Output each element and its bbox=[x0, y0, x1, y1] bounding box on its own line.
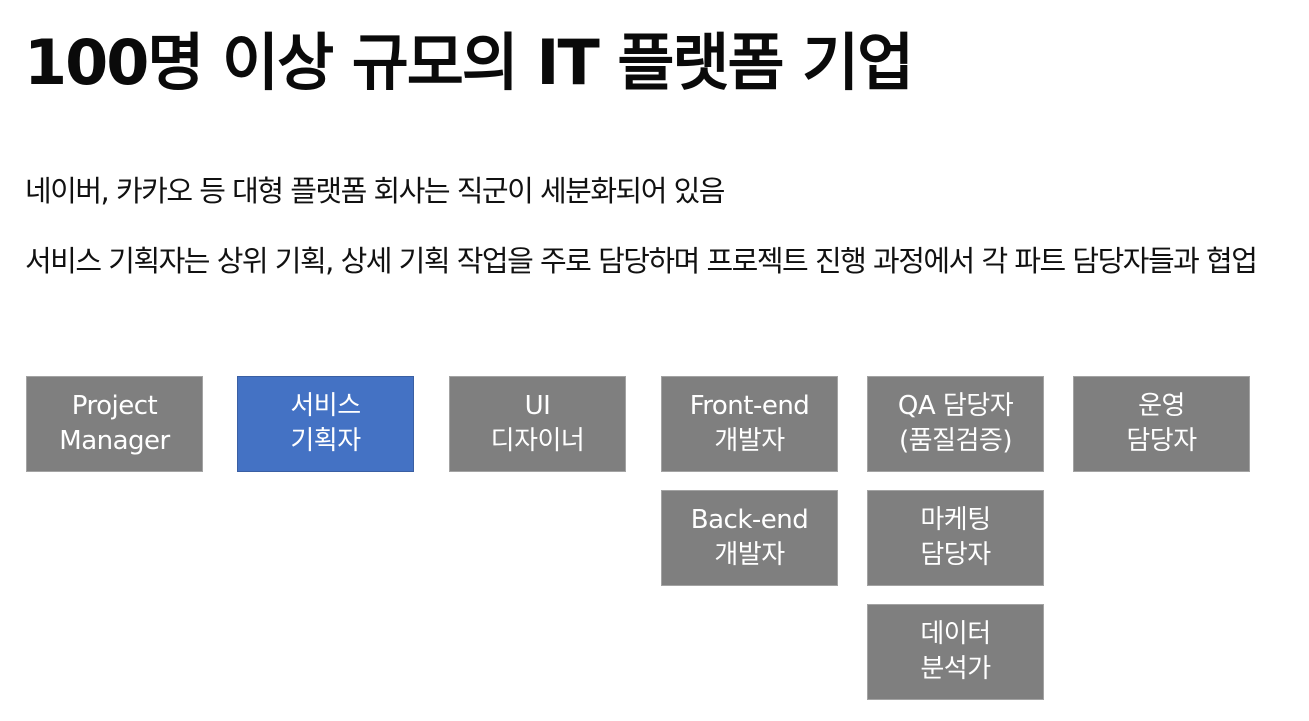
page-title: 100명 이상 규모의 IT 플랫폼 기업 bbox=[24, 26, 914, 99]
role-label-line1: 데이터 bbox=[920, 619, 991, 649]
role-label-line2: Manager bbox=[59, 426, 170, 456]
role-label-line1: Project bbox=[71, 391, 158, 421]
role-box-qa: QA 담당자 (품질검증) bbox=[867, 376, 1044, 472]
role-label-line2: 디자이너 bbox=[490, 426, 585, 456]
role-label-line2: (품질검증) bbox=[899, 426, 1012, 456]
role-label-line2: 담당자 bbox=[1126, 426, 1197, 456]
role-box-project-manager: Project Manager bbox=[26, 376, 203, 472]
role-box-data-analyst: 데이터 분석가 bbox=[867, 604, 1044, 700]
role-box-marketing: 마케팅 담당자 bbox=[867, 490, 1044, 586]
role-label-line1: 마케팅 bbox=[920, 505, 991, 535]
role-label-line2: 개발자 bbox=[714, 426, 785, 456]
role-label-line2: 분석가 bbox=[920, 654, 991, 684]
role-label-line1: UI bbox=[524, 391, 551, 421]
description-service-planner: 서비스 기획자는 상위 기획, 상세 기획 작업을 주로 담당하며 프로젝트 진… bbox=[25, 244, 1258, 278]
role-label-line2: 기획자 bbox=[290, 426, 361, 456]
role-box-service-planner: 서비스 기획자 bbox=[237, 376, 414, 472]
role-box-frontend-developer: Front-end 개발자 bbox=[661, 376, 838, 472]
role-label-line2: 개발자 bbox=[714, 540, 785, 570]
role-label-line1: 운영 bbox=[1138, 391, 1185, 421]
role-box-ui-designer: UI 디자이너 bbox=[449, 376, 626, 472]
description-platform-companies: 네이버, 카카오 등 대형 플랫폼 회사는 직군이 세분화되어 있음 bbox=[25, 174, 725, 208]
role-label-line1: Front-end bbox=[689, 391, 810, 421]
role-label-line2: 담당자 bbox=[920, 540, 991, 570]
role-box-operations: 운영 담당자 bbox=[1073, 376, 1250, 472]
role-label-line1: 서비스 bbox=[290, 391, 361, 421]
role-box-backend-developer: Back-end 개발자 bbox=[661, 490, 838, 586]
role-label-line1: QA 담당자 bbox=[897, 391, 1014, 421]
role-label-line1: Back-end bbox=[690, 505, 809, 535]
